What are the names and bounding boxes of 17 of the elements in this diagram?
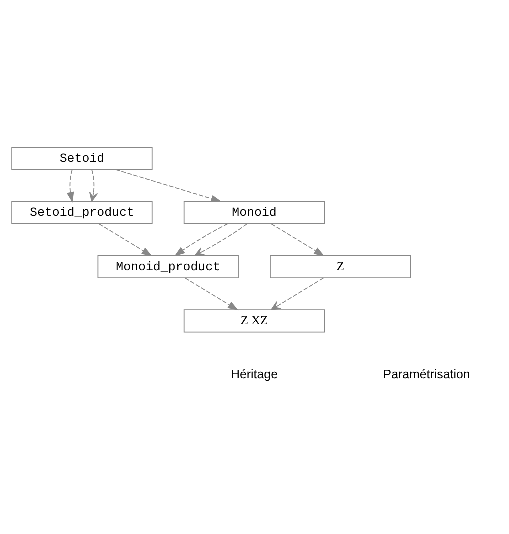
node-box: Z XZ bbox=[184, 310, 326, 333]
arrow bbox=[115, 169, 222, 202]
arrow bbox=[66, 169, 74, 203]
arrow bbox=[89, 169, 98, 202]
node-box: Monoid_product bbox=[98, 255, 239, 279]
node-box: Z bbox=[270, 255, 412, 279]
node-box: Monoid bbox=[184, 201, 326, 224]
legend-label: Héritage bbox=[231, 368, 278, 382]
node-box: Setoid bbox=[12, 147, 153, 170]
arrow bbox=[174, 224, 228, 257]
arrow bbox=[271, 224, 325, 256]
arrow bbox=[194, 224, 248, 256]
node-box: Setoid_product bbox=[12, 201, 153, 224]
arrow bbox=[98, 224, 153, 256]
arrow bbox=[271, 278, 324, 310]
legend-label: Paramétrisation bbox=[383, 368, 470, 382]
arrow bbox=[184, 278, 239, 311]
